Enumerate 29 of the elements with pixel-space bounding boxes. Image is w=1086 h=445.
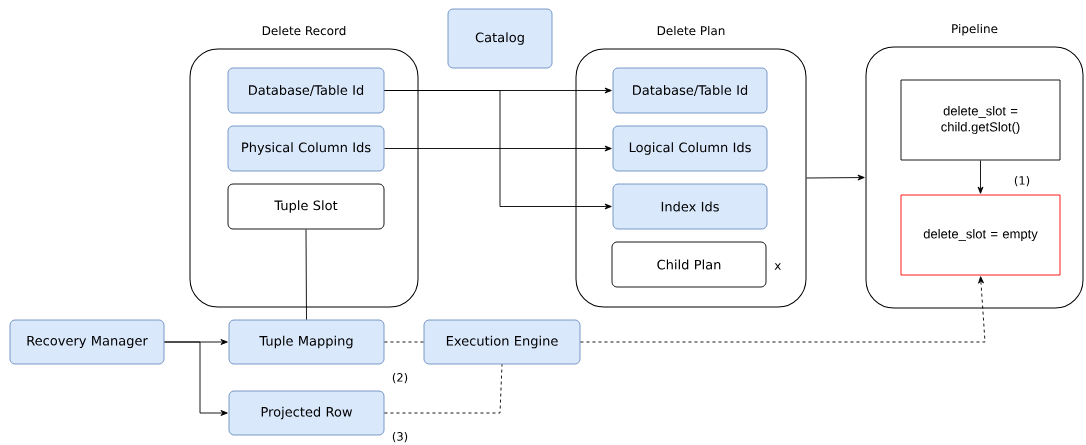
connector-line [384,341,424,343]
process-box: Database/Table Id [612,67,768,114]
arrow [384,90,612,210]
arrow [977,160,984,194]
arrow [164,341,228,416]
edge-label: (3) [390,430,410,444]
node-label: Pipeline [952,23,998,36]
process-box: Catalog [447,8,553,69]
process-box: Logical Column Ids [612,125,768,172]
process-box: Tuple Slot [227,183,385,230]
beside-note: x [774,263,781,270]
process-box: Database/Table Id [227,67,385,114]
process-box: Physical Column Ids [227,125,385,172]
edge-label: (2) [390,371,410,385]
node-label: Delete Plan [657,25,725,36]
connector-line [305,229,307,320]
code-box: delete_slot = empty [900,194,1061,276]
process-box: Child Plan [611,241,767,288]
process-box: Projected Row [228,390,385,436]
arrow [384,145,612,152]
arrow [806,174,865,181]
node-label: Delete Record [262,25,346,36]
arrow [580,276,986,343]
code-box: delete_slot = child.getSlot() [900,79,1061,161]
process-box: Tuple Mapping [228,319,385,365]
process-box: Recovery Manager [9,319,165,365]
connector-line [384,364,503,414]
process-box: Index Ids [612,183,768,230]
process-box: Execution Engine [423,319,581,365]
